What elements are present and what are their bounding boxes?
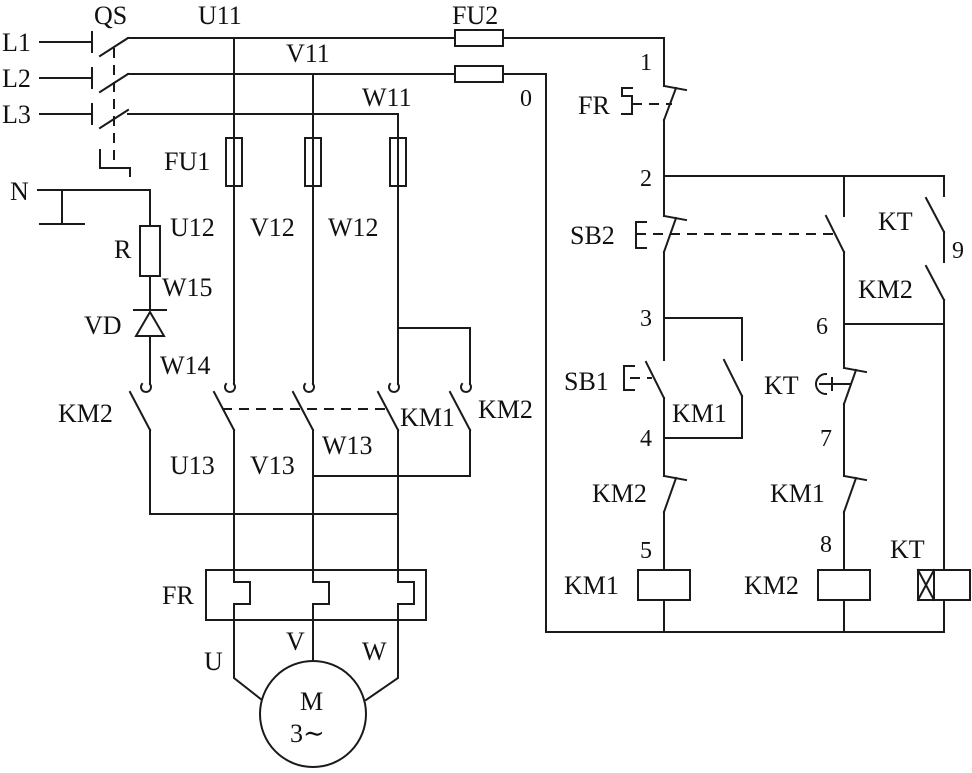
label-U13: U13 bbox=[170, 451, 215, 480]
fr-thermal-relay bbox=[205, 569, 427, 621]
label-FU1: FU1 bbox=[164, 147, 210, 176]
label-V11: V11 bbox=[286, 39, 330, 68]
node-2: 2 bbox=[640, 166, 652, 192]
label-KM1-nc: KM1 bbox=[770, 479, 825, 508]
fu1-fuses bbox=[225, 137, 407, 187]
label-W13: W13 bbox=[322, 431, 373, 460]
node-1: 1 bbox=[640, 50, 652, 76]
label-W11: W11 bbox=[362, 83, 412, 112]
sb2-button bbox=[635, 221, 647, 249]
fr-nc-contact bbox=[621, 84, 688, 122]
label-motor-name: M bbox=[300, 687, 323, 716]
label-U11: U11 bbox=[198, 1, 242, 30]
label-KM2-nc: KM2 bbox=[592, 479, 647, 508]
km2-coil bbox=[817, 569, 871, 601]
label-VD: VD bbox=[84, 311, 122, 340]
node-7: 7 bbox=[820, 426, 832, 452]
resistor-R bbox=[139, 225, 161, 277]
motor bbox=[259, 660, 367, 768]
label-N: N bbox=[10, 177, 29, 206]
qs-switch bbox=[98, 36, 131, 177]
node-4: 4 bbox=[640, 426, 652, 452]
label-W12: W12 bbox=[328, 213, 379, 242]
power-circuit bbox=[37, 29, 504, 768]
label-FU2: FU2 bbox=[452, 1, 498, 30]
label-L1: L1 bbox=[2, 28, 31, 57]
label-V12: V12 bbox=[250, 213, 295, 242]
node-9: 9 bbox=[952, 238, 964, 264]
km2-main-contact-right bbox=[448, 390, 472, 432]
label-KM2-left: KM2 bbox=[58, 399, 113, 428]
label-FR-main: FR bbox=[162, 581, 194, 610]
label-SB1: SB1 bbox=[564, 367, 609, 396]
label-KM1-coil: KM1 bbox=[564, 571, 619, 600]
label-W14: W14 bbox=[160, 351, 211, 380]
sb1-button bbox=[623, 365, 635, 391]
km1-main-contact-W bbox=[376, 390, 400, 432]
km1-main-contact-U bbox=[212, 390, 236, 432]
contact-terminals bbox=[140, 382, 472, 393]
label-QS: QS bbox=[94, 1, 127, 30]
km1-coil bbox=[637, 569, 691, 601]
label-W: W bbox=[362, 637, 387, 666]
label-SB2: SB2 bbox=[570, 221, 615, 250]
label-KT-nc: KT bbox=[764, 371, 799, 400]
label-L2: L2 bbox=[2, 64, 31, 93]
label-KM1-main: KM1 bbox=[400, 403, 455, 432]
node-8: 8 bbox=[820, 532, 832, 558]
km1-main-contact-V bbox=[291, 390, 315, 432]
kt-delay-symbol bbox=[815, 372, 851, 396]
node-3: 3 bbox=[640, 306, 652, 332]
node-6: 6 bbox=[816, 314, 828, 340]
label-KM2-coil: KM2 bbox=[744, 571, 799, 600]
braking-branch bbox=[37, 189, 167, 385]
label-U: U bbox=[204, 647, 223, 676]
label-L3: L3 bbox=[2, 100, 31, 129]
diode-VD bbox=[134, 310, 166, 337]
label-KM2-aux: KM2 bbox=[858, 275, 913, 304]
node-5: 5 bbox=[640, 538, 652, 564]
label-KM2-right: KM2 bbox=[478, 395, 533, 424]
label-KT-top: KT bbox=[878, 207, 913, 236]
control-circuit bbox=[502, 37, 971, 633]
label-R: R bbox=[114, 235, 132, 264]
label-W15: W15 bbox=[162, 273, 213, 302]
label-FR-ctrl: FR bbox=[578, 91, 610, 120]
label-V13: V13 bbox=[250, 451, 295, 480]
labels: L1 L2 L3 QS U11 FU2 V11 W11 0 FU1 N U12 … bbox=[2, 1, 964, 748]
fu2-fuse-bottom bbox=[454, 65, 504, 83]
km2-main-contact-left bbox=[128, 390, 152, 432]
fu2-fuse-top bbox=[454, 29, 504, 47]
label-motor-phase: 3∼ bbox=[290, 719, 325, 748]
label-KM1-aux: KM1 bbox=[672, 399, 727, 428]
label-V: V bbox=[286, 627, 305, 656]
label-KT-coil: KT bbox=[890, 535, 925, 564]
node-0: 0 bbox=[520, 86, 532, 112]
label-U12: U12 bbox=[170, 213, 215, 242]
